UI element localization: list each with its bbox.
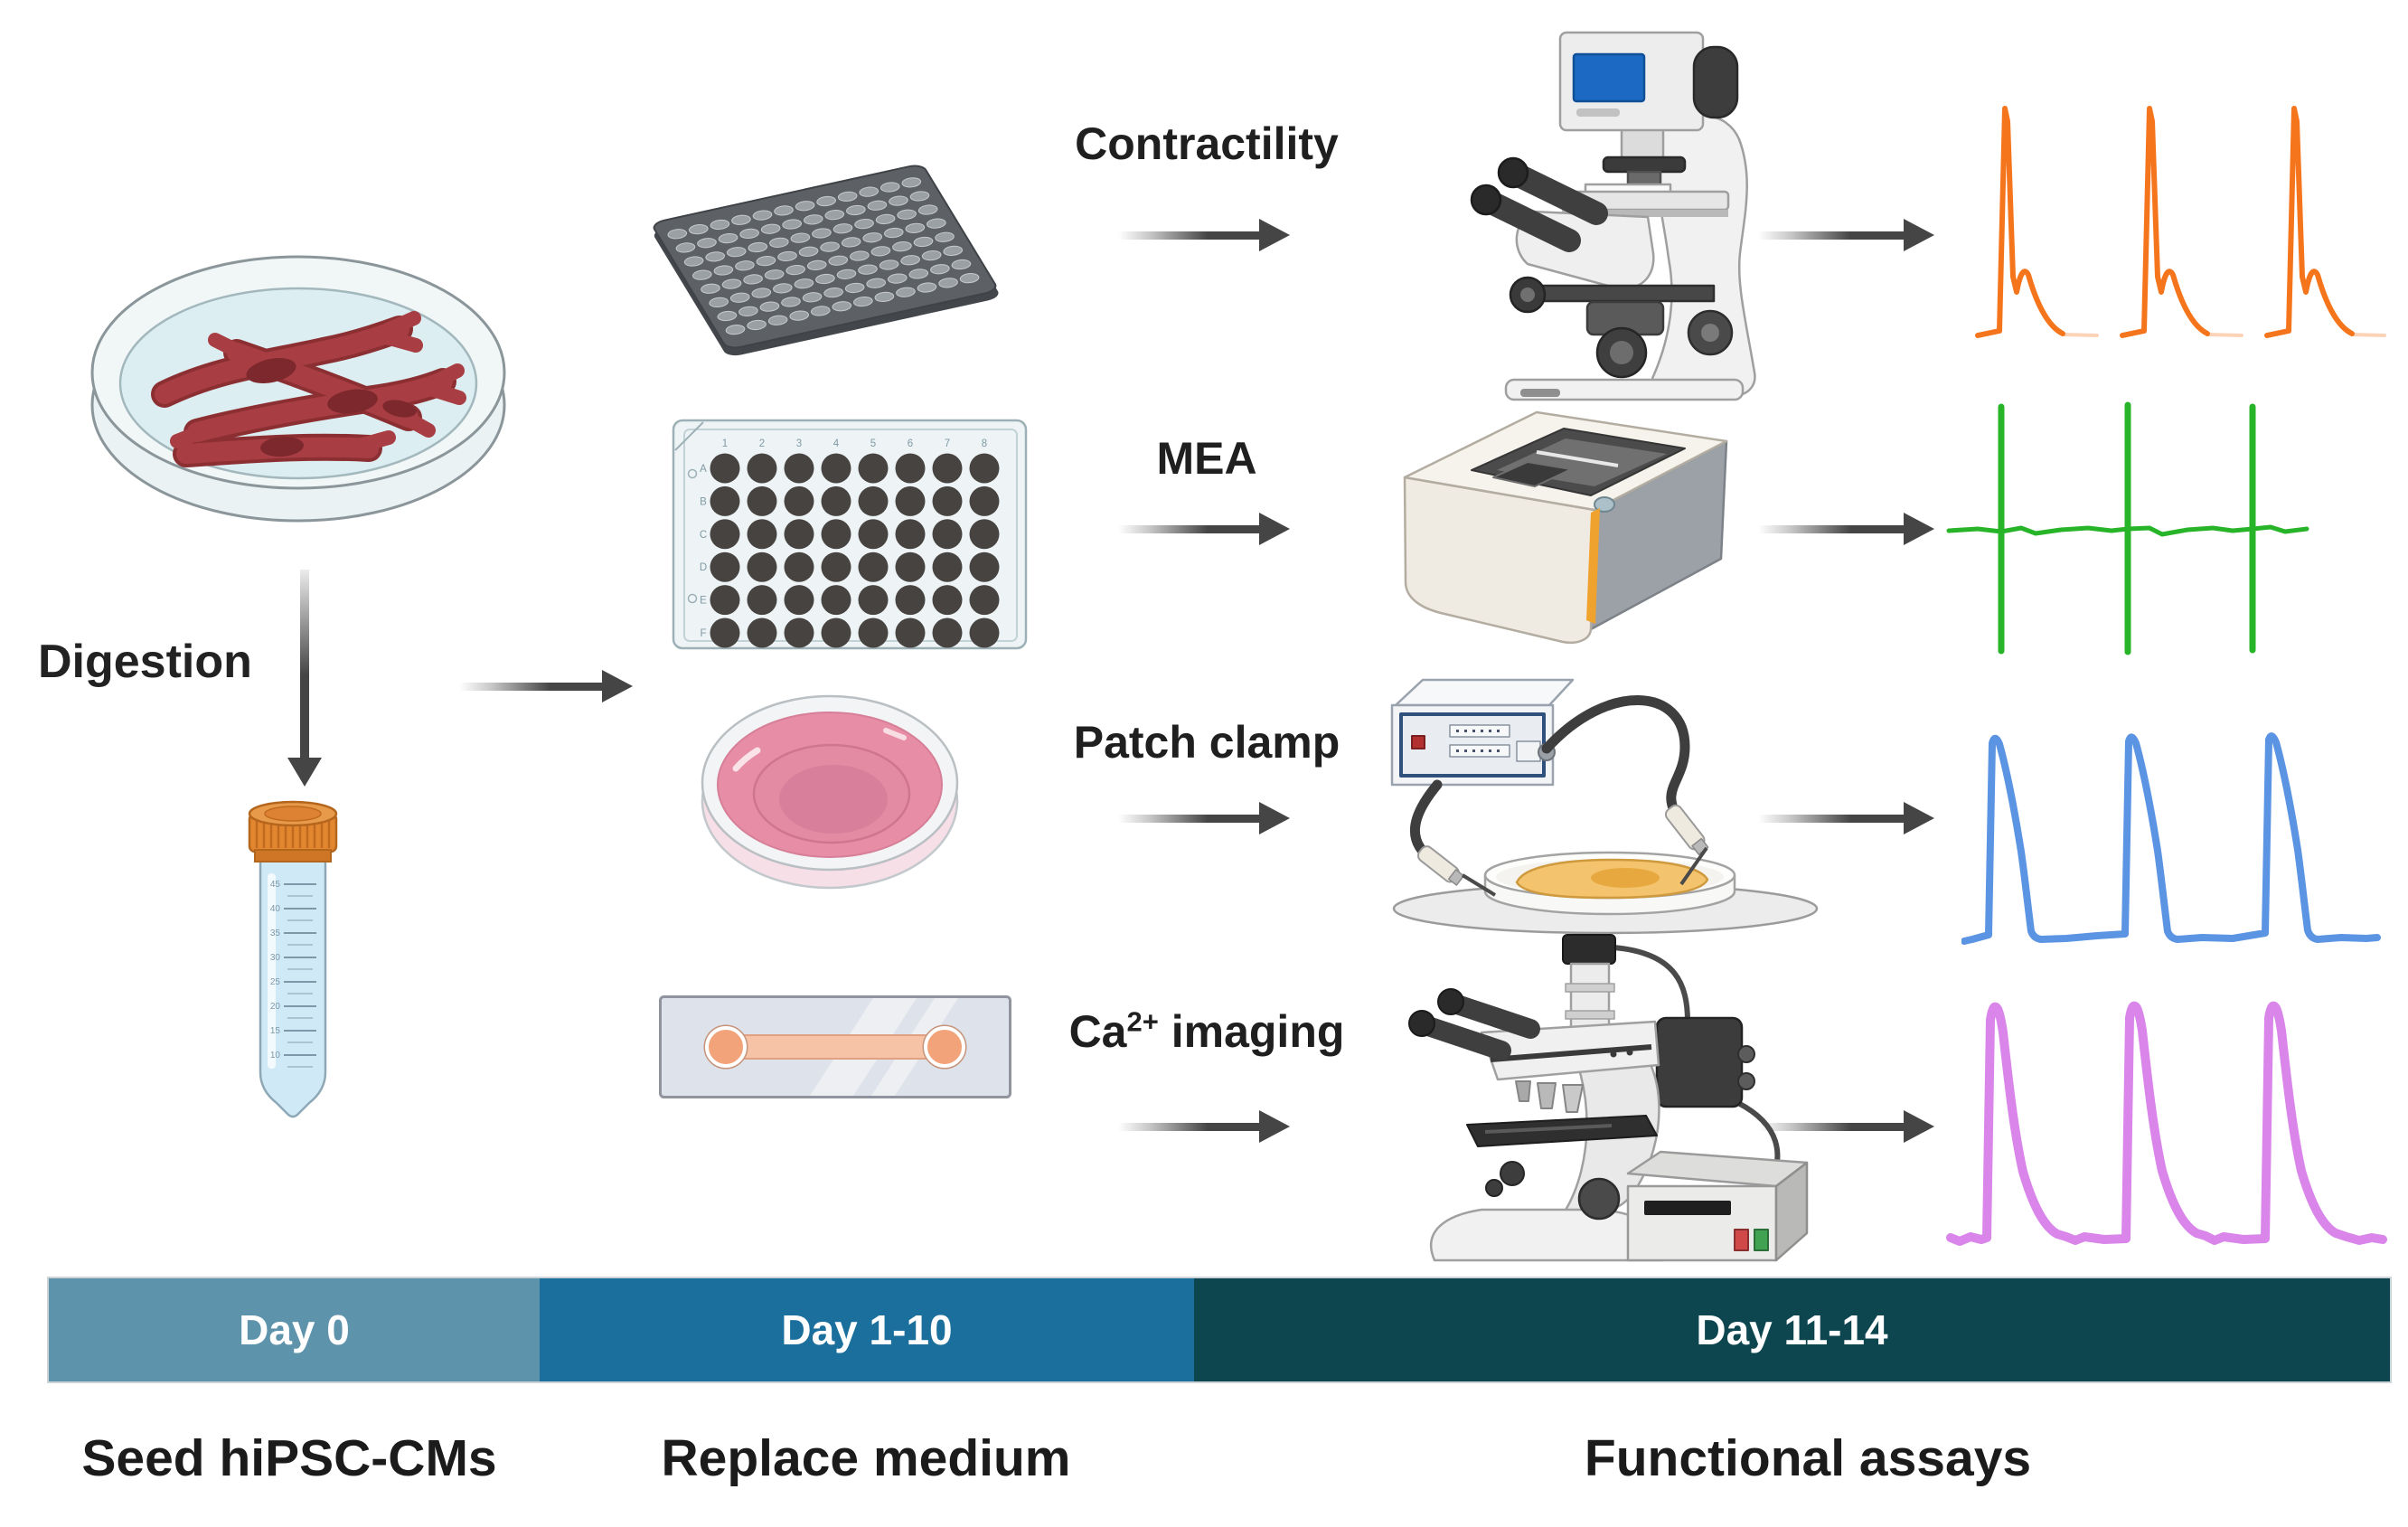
conical-tube-icon: 45 40 35 30 25 20 15 10 (248, 800, 338, 1118)
svg-text:15: 15 (270, 1026, 281, 1036)
mea-recording-device-icon (1403, 410, 1728, 645)
plate-48-labels: 1 2 3 4 5 6 7 8A B C D E F (700, 438, 987, 639)
channel-slide-icon (659, 995, 1011, 1098)
culture-dish-pink-icon (701, 694, 959, 890)
plate-48-wells (710, 453, 1000, 648)
contractility-arrow-icon (1118, 219, 1290, 251)
plate-96-wells (666, 176, 982, 335)
patch-clamp-trace (1961, 732, 2381, 945)
arrow-to-patch-trace-icon (1758, 802, 1934, 834)
petri-dish-with-cardiomyocytes-icon (90, 255, 506, 523)
fluorescence-microscope-icon (1408, 934, 1809, 1262)
svg-text:7: 7 (945, 438, 950, 449)
patch-clamp-rig-icon (1390, 678, 1819, 935)
96-well-dark-plate-icon (622, 113, 1047, 429)
caption-functional-assays: Functional assays (1584, 1429, 2032, 1487)
mea-trace (1946, 401, 2309, 655)
48-well-plate-icon: 1 2 3 4 5 6 7 8A B C D E F (672, 419, 1028, 650)
timeline-day11-14-label: Day 11-14 (1696, 1306, 1888, 1353)
svg-text:25: 25 (270, 977, 281, 987)
svg-text:8: 8 (982, 438, 987, 449)
calcium-imaging-trace (1946, 1001, 2387, 1246)
timeline-day0-label: Day 0 (239, 1306, 350, 1353)
svg-text:35: 35 (270, 928, 281, 938)
svg-text:30: 30 (270, 953, 281, 963)
svg-text:4: 4 (833, 438, 840, 449)
timeline-day1-10-label: Day 1-10 (781, 1306, 953, 1353)
ca-imaging-label: Ca2+ imaging (1068, 1005, 1345, 1057)
arrow-to-seeding-icon (459, 670, 633, 702)
svg-text:F: F (700, 628, 706, 639)
caption-replace-medium: Replace medium (661, 1429, 1071, 1487)
mea-arrow-icon (1118, 513, 1290, 545)
svg-text:D: D (700, 562, 707, 573)
contractility-trace (1975, 106, 2386, 338)
digestion-label: Digestion (38, 636, 252, 688)
contractility-label: Contractility (1075, 118, 1339, 169)
arrow-to-calcium-trace-icon (1758, 1110, 1934, 1143)
svg-text:20: 20 (270, 1002, 281, 1012)
svg-text:6: 6 (908, 438, 913, 449)
timeline-segment-day11-14: Day 11-14 (1194, 1278, 2390, 1381)
inverted-microscope-icon (1470, 31, 1756, 401)
svg-text:10: 10 (270, 1051, 281, 1060)
svg-text:2: 2 (759, 438, 765, 449)
caption-seed-hipsc-cms: Seed hiPSC-CMs (81, 1429, 497, 1487)
svg-text:45: 45 (270, 880, 281, 890)
svg-text:E: E (700, 596, 707, 607)
svg-text:5: 5 (870, 438, 876, 449)
patch-clamp-label: Patch clamp (1073, 717, 1340, 768)
tube-graduations: 45 40 35 30 25 20 15 10 (270, 880, 316, 1068)
svg-text:40: 40 (270, 904, 281, 914)
arrow-to-mea-trace-icon (1758, 513, 1934, 545)
svg-text:A: A (700, 464, 707, 475)
timeline-segment-day1-10: Day 1-10 (540, 1278, 1194, 1381)
svg-text:1: 1 (722, 438, 728, 449)
svg-text:B: B (700, 496, 707, 507)
timeline-bar: Day 0 Day 1-10 Day 11-14 (47, 1277, 2392, 1383)
mea-label: MEA (1156, 433, 1257, 484)
digestion-arrow-down-icon (287, 570, 322, 787)
cardiomyocyte-cells (151, 311, 466, 467)
patch-clamp-arrow-icon (1118, 802, 1290, 834)
svg-text:3: 3 (796, 438, 802, 449)
timeline-segment-day0: Day 0 (49, 1278, 540, 1381)
arrow-to-contractility-trace-icon (1758, 219, 1934, 251)
ca-imaging-arrow-icon (1118, 1110, 1290, 1143)
svg-text:C: C (700, 530, 707, 541)
